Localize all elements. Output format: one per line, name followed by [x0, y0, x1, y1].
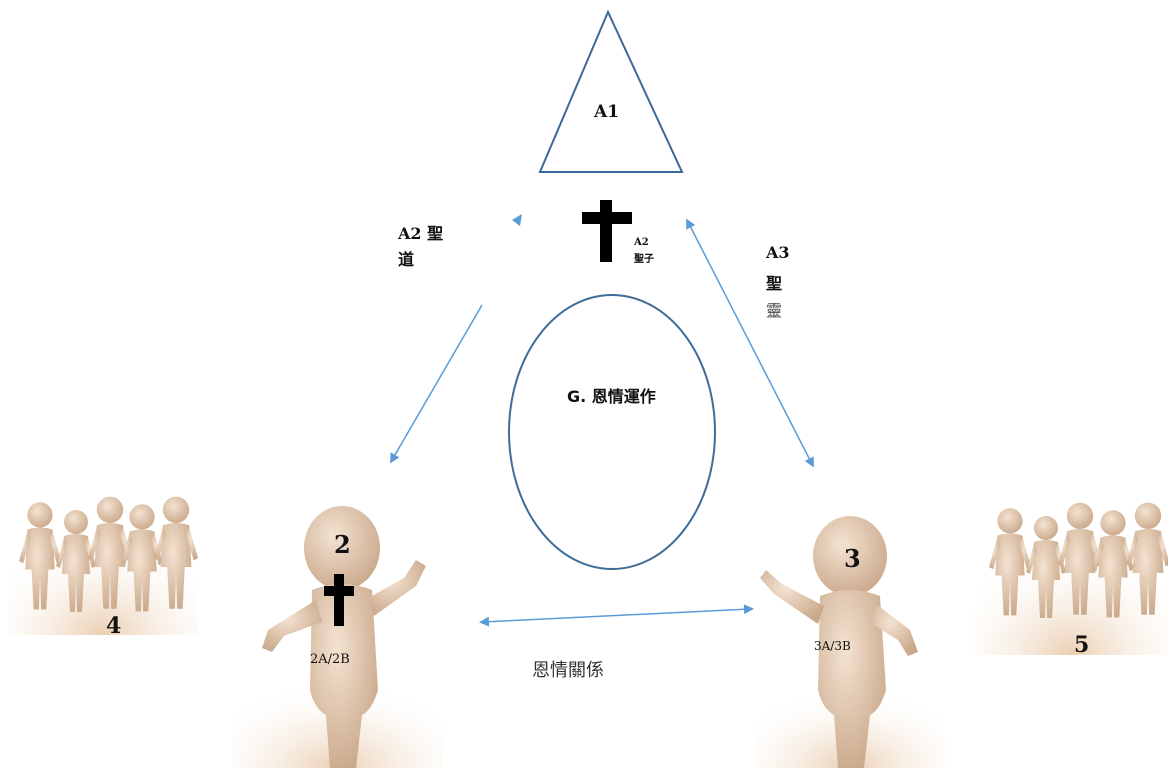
- label-group5-number: 5: [1074, 632, 1090, 658]
- label-a3-line1: A3: [766, 243, 790, 262]
- label-a1: A1: [594, 102, 620, 122]
- people-group-right: [975, 495, 1168, 655]
- label-person2-number: 2: [334, 530, 351, 559]
- label-a2-word-line2: 道: [398, 250, 415, 269]
- person-figure-2: [232, 506, 442, 768]
- label-grace-working: G. 恩情運作: [567, 387, 656, 406]
- label-person3-number: 3: [844, 544, 861, 573]
- arrow-word-to-person2: [389, 304, 483, 464]
- person-figure-3: [755, 516, 945, 768]
- label-a3-line2: 聖: [766, 274, 783, 293]
- cross-icon-son-bar: [582, 212, 632, 224]
- arrowhead-word-top: [512, 214, 522, 226]
- label-person3-sub: 3A/3B: [814, 639, 851, 653]
- label-person2-sub: 2A/2B: [310, 652, 350, 667]
- label-a3-line3: 靈: [766, 301, 783, 320]
- arrow-spirit-to-person3: [686, 218, 814, 468]
- grace-ellipse: [508, 294, 716, 570]
- label-group4-number: 4: [106, 613, 122, 639]
- cross-icon-person2-bar: [324, 586, 354, 596]
- label-grace-relationship: 恩情關係: [532, 660, 604, 681]
- label-a2-son-line1: A2: [634, 237, 649, 248]
- label-a2-son-line2: 聖子: [634, 254, 654, 265]
- cross-icon-person2: [334, 574, 344, 626]
- people-group-left: [8, 490, 198, 635]
- trinity-triangle: [538, 9, 684, 173]
- label-a2-word-line1: A2 聖: [398, 224, 444, 243]
- cross-icon-son: [600, 200, 612, 262]
- arrow-grace-relationship: [479, 604, 754, 627]
